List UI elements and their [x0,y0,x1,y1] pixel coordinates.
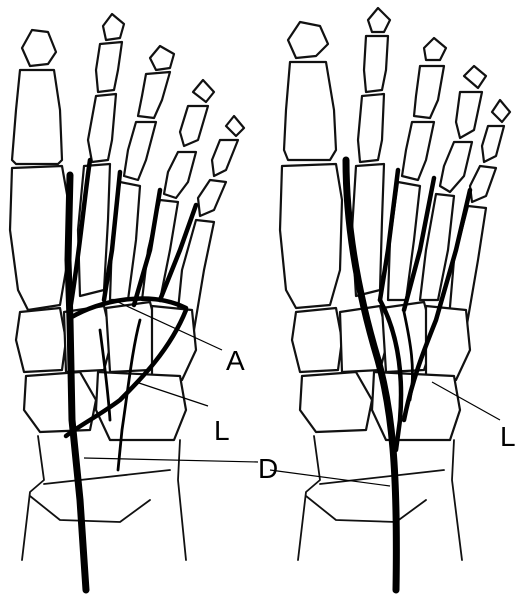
leader-line-d-left [84,458,258,462]
left-foot-bones [10,14,244,560]
left-foot-illustration [10,14,244,590]
right-foot-illustration [280,8,510,590]
label-d: D [258,453,278,484]
label-l-right: L [500,421,516,452]
label-l-left: L [214,415,230,446]
label-a: A [226,345,245,376]
